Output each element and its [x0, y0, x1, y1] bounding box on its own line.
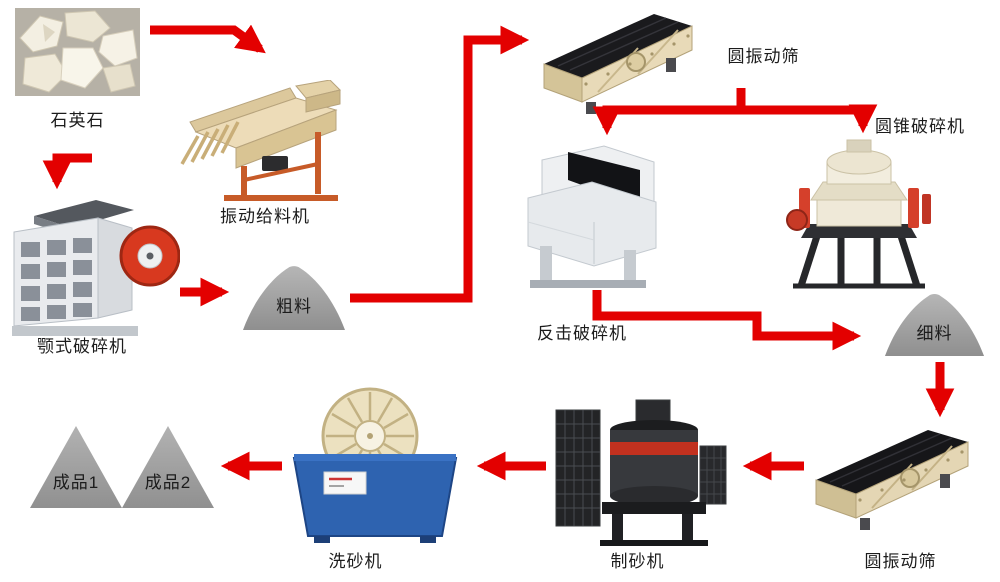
fine-pile-icon: [884, 294, 985, 357]
product1-triangle: [28, 424, 124, 510]
jaw-crusher-icon: [12, 200, 180, 336]
label-quartz: 石英石: [50, 111, 105, 130]
quartz-stones-icon: [15, 8, 140, 96]
vibrating-feeder-icon: [180, 80, 341, 201]
sand-maker-icon: [555, 399, 727, 546]
label-coarse-material: 粗料: [276, 297, 312, 316]
label-impact-crusher: 反击破碎机: [537, 324, 627, 343]
label-product-1: 成品1: [52, 473, 100, 492]
cone-crusher-icon: [786, 139, 931, 289]
side-grid-pattern: [21, 238, 92, 321]
impact-crusher-icon: [527, 145, 657, 288]
vibrating-feeder-graphic: [178, 80, 356, 205]
fine-pile-graphic: [882, 290, 987, 358]
sand-washer-graphic: [286, 386, 464, 546]
label-jaw-crusher: 颚式破碎机: [37, 337, 127, 356]
circular-screen-bottom-graphic: [810, 420, 980, 532]
label-sand-maker: 制砂机: [610, 552, 665, 571]
flywheel-icon: [119, 225, 180, 287]
product2-pile-icon: [122, 426, 214, 508]
label-product-2: 成品2: [144, 473, 192, 492]
label-screen-bottom: 圆振动筛: [864, 552, 937, 571]
coarse-pile-icon: [243, 266, 345, 330]
product2-triangle: [120, 424, 216, 510]
quartz-stone-photo: [15, 8, 140, 96]
label-cone-crusher: 圆锥破碎机: [875, 117, 965, 136]
sand-washer-icon: [292, 387, 458, 543]
sand-maker-graphic: [550, 396, 732, 548]
label-fine-material: 细料: [916, 324, 953, 343]
cone-crusher-graphic: [783, 136, 935, 294]
label-vibrating-feeder: 振动给料机: [220, 207, 310, 226]
arrow-quartz-to-feeder: [150, 24, 266, 54]
jaw-crusher-graphic: [8, 192, 180, 344]
label-screen-top: 圆振动筛: [727, 47, 800, 66]
label-sand-washer: 洗砂机: [328, 552, 383, 571]
arrow-feeder-to-jaw: [42, 153, 92, 190]
arrow-screen-to-cone: [741, 104, 878, 134]
arrow-coarse-to-screen: [350, 25, 530, 303]
vibrating-screen-icon: [543, 14, 693, 114]
vibrating-screen-icon: [815, 430, 969, 530]
circular-screen-top-graphic: [538, 6, 706, 118]
coarse-pile-graphic: [240, 262, 348, 332]
product1-pile-icon: [30, 426, 122, 508]
impact-crusher-graphic: [518, 140, 670, 292]
